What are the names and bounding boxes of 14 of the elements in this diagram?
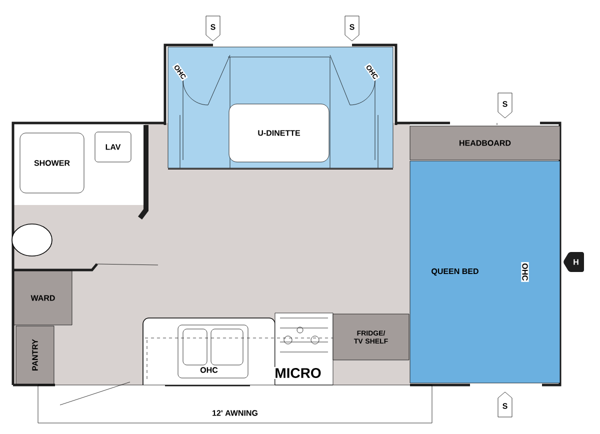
wardrobe: WARD xyxy=(14,270,72,326)
headboard: HEADBOARD xyxy=(410,126,560,160)
dinette-table: U-DINETTE xyxy=(228,104,330,162)
pantry-cabinet: PANTRY xyxy=(16,326,54,384)
slide-out-badge: S xyxy=(498,92,512,118)
room-label: MICRO xyxy=(274,367,322,379)
shower-stall: SHOWER xyxy=(20,132,84,194)
slide-out-badge: S xyxy=(206,16,220,42)
room-label: OHC xyxy=(521,262,529,282)
hookup-badge: H xyxy=(564,252,584,272)
lavatory-sink: LAV xyxy=(94,132,132,162)
awning-outline: 12' AWNING xyxy=(38,384,432,424)
room-label: OHC xyxy=(199,366,219,374)
slide-out-badge: S xyxy=(344,16,360,42)
